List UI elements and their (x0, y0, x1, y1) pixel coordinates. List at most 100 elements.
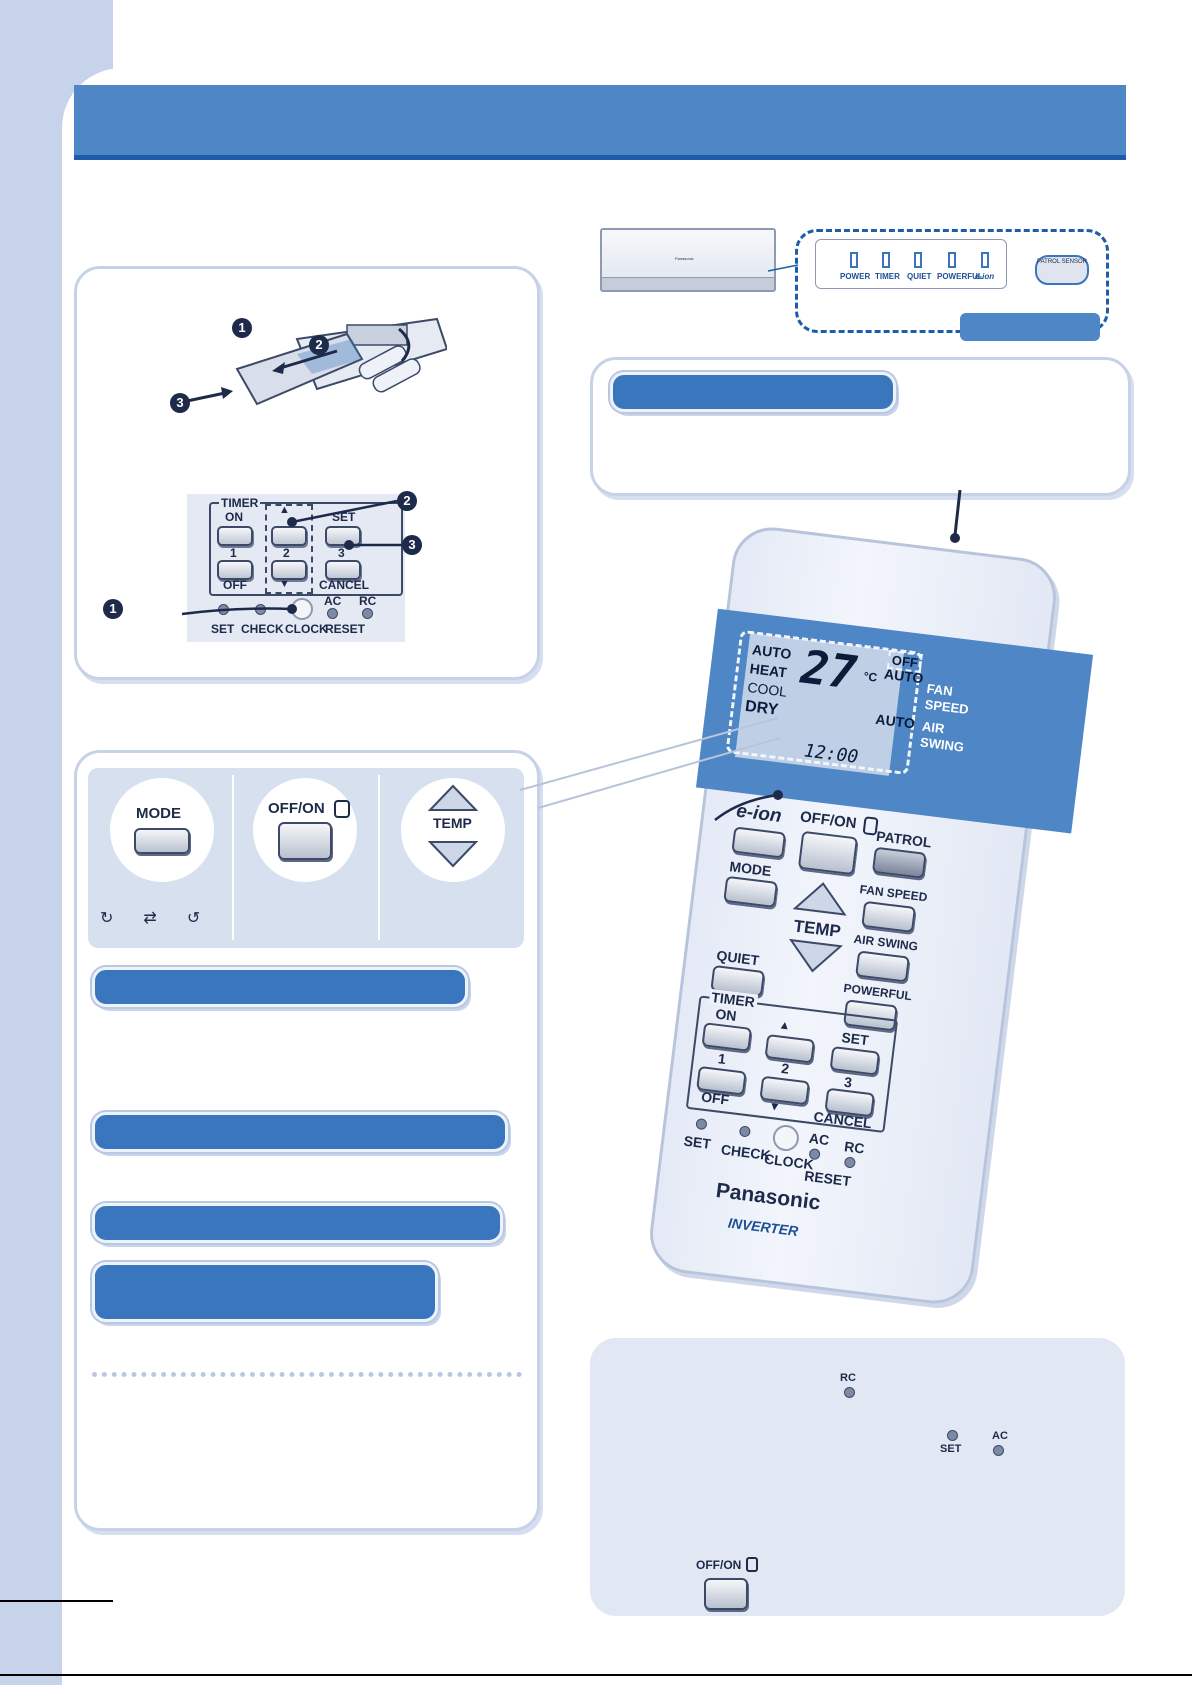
strip-divider-1 (232, 775, 234, 940)
lcd-temp-unit: °C (862, 669, 878, 685)
timer-down-button[interactable] (271, 560, 307, 580)
note-offon-button[interactable] (704, 1578, 748, 1610)
quiet-lamp (914, 252, 922, 268)
note-offon-label: OFF/ON (696, 1558, 742, 1572)
offon-label: OFF/ON (268, 800, 325, 817)
check-led-label: CHECK (241, 622, 284, 636)
clock-button[interactable] (291, 598, 313, 620)
step3-timer-callout: 3 (402, 535, 422, 555)
timer-up-button[interactable] (271, 526, 307, 546)
mode-button[interactable] (134, 828, 190, 854)
clock-label: CLOCK (285, 622, 328, 636)
indicator-dashed-frame (795, 229, 1109, 333)
temp-down-icon[interactable] (428, 840, 478, 868)
remote-inverter-logo: INVERTER (727, 1214, 800, 1240)
remote-fan-speed-button[interactable] (861, 900, 917, 933)
timer-on-button[interactable] (217, 526, 253, 546)
mode-heading-pill (92, 967, 468, 1007)
indoor-unit-brand: Panasonic (675, 256, 694, 261)
step3-battery-callout: 3 (170, 393, 190, 413)
note-ac-led (993, 1445, 1004, 1456)
powerful-lamp (948, 252, 956, 268)
remote-set-led-label: SET (682, 1132, 712, 1152)
temp-up-icon[interactable] (428, 784, 478, 812)
footer-line (0, 1674, 1192, 1676)
note-set-label: SET (940, 1443, 962, 1455)
indicator-panel (815, 239, 1007, 289)
timer-on-label: ON (225, 510, 243, 524)
remote-temp-up-icon[interactable] (792, 878, 850, 916)
battery-insertion-illustration (186, 317, 447, 406)
timer-panel-illustration: TIMER ON 1 OFF ▲ 2 ▼ SET 3 CANCEL AC RC … (187, 494, 405, 642)
info-box-pointer (950, 490, 962, 543)
temp-heading-pill (92, 1203, 503, 1243)
note-ac-label: AC (992, 1430, 1008, 1442)
lcd-fan-speed-label: FAN SPEED (923, 680, 970, 718)
timer-cancel-label: CANCEL (319, 578, 369, 592)
timer-3-label: 3 (338, 546, 345, 560)
remote-timer-down-arrow-icon: ▼ (767, 1098, 782, 1115)
remote-contents: AUTO HEAT COOL DRY 27 °C OFF AUTO FAN SP… (660, 608, 1094, 1328)
timer-off-label: OFF (223, 578, 247, 592)
remote-timer-off-label: OFF (700, 1088, 731, 1108)
remote-timer-set-label: SET (840, 1029, 870, 1049)
rc-led (362, 608, 373, 619)
lcd-connector-lines (520, 717, 783, 821)
remote-air-swing-button[interactable] (855, 950, 910, 983)
timer-cancel-button[interactable] (325, 560, 361, 580)
timer-set-label: SET (332, 510, 356, 524)
remote-temp-down-icon[interactable] (785, 938, 843, 976)
offon-button[interactable] (278, 822, 332, 860)
footer-tick (0, 1600, 113, 1602)
timer-1-label: 1 (230, 546, 237, 560)
indicator-connector (767, 264, 799, 272)
remote-rc-led (843, 1156, 857, 1169)
note-set-led (947, 1430, 958, 1441)
remote-timer-on-label: ON (714, 1005, 738, 1025)
quiet-indicator-label: QUIET (907, 272, 932, 281)
offon-heading-pill (92, 1112, 508, 1152)
step2-battery-callout: 2 (309, 335, 329, 355)
strip-divider-2 (378, 775, 380, 940)
remote-timer-2-label: 2 (780, 1059, 791, 1077)
timer-up-arrow-icon: ▲ (279, 504, 290, 516)
info-box-heading-pill (610, 372, 896, 412)
battery-clock-box: 1 2 3 TIMER ON 1 OFF ▲ 2 ▼ SET 3 CANCEL … (74, 266, 540, 680)
header-bar (74, 85, 1126, 160)
remote-set-led (695, 1117, 708, 1131)
ac-led (327, 608, 338, 619)
patrol-sensor: PATROL SENSOR (1035, 255, 1089, 285)
rc-label: RC (359, 594, 377, 608)
timer-updown-dashed-frame (265, 504, 313, 594)
remote-check-led (738, 1125, 752, 1138)
power-lamp (850, 252, 858, 268)
check-led (255, 604, 266, 615)
step2-timer-callout: 2 (397, 491, 417, 511)
step1-clock-callout: 1 (103, 599, 123, 619)
set-led-label: SET (211, 622, 235, 636)
eion-indicator-label: e-ion (975, 272, 995, 281)
remote-temp-label: TEMP (792, 916, 842, 942)
lcd-temperature-digits: 27 (798, 639, 860, 700)
timer-2-label: 2 (283, 546, 290, 560)
timer-lamp (882, 252, 890, 268)
remote-patrol-button[interactable] (871, 846, 927, 879)
timer-down-arrow-icon: ▼ (279, 578, 290, 590)
set-led (218, 604, 229, 615)
power-indicator-label: POWER (840, 272, 871, 281)
remote-timer-1-label: 1 (717, 1050, 727, 1068)
lcd-air-swing-label: AIR SWING (919, 718, 965, 755)
timer-set-button[interactable] (325, 526, 361, 546)
timer-off-button[interactable] (217, 560, 253, 580)
indoor-unit-illustration: Panasonic (600, 228, 776, 292)
remote-rc-label: RC (843, 1138, 866, 1157)
note-box (590, 1338, 1125, 1616)
dotted-separator (92, 1372, 522, 1377)
remote-ac-label: AC (808, 1129, 831, 1149)
note-heading-pill (92, 1262, 438, 1322)
temp-label: TEMP (433, 815, 472, 831)
remote-clock-button[interactable] (771, 1123, 801, 1153)
remote-timer-3-label: 3 (843, 1073, 853, 1091)
remote-timer-up-arrow-icon: ▲ (777, 1017, 792, 1033)
timer-label: TIMER (219, 496, 261, 510)
